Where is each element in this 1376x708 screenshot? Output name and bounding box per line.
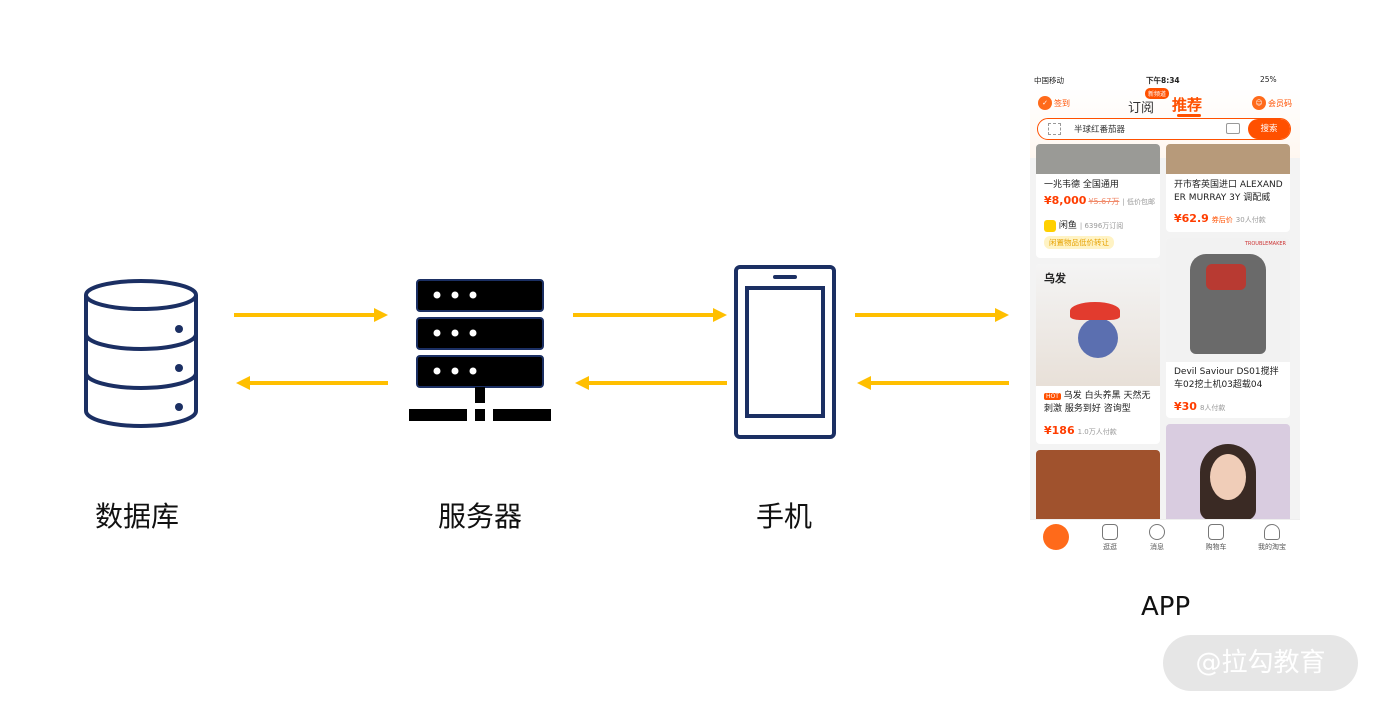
product-title: HOT 乌发 白头养黑 天然无刺激 服务到好 咨询型 xyxy=(1044,390,1156,416)
arrow-phone-to-server xyxy=(573,374,729,392)
product-image xyxy=(1036,144,1160,174)
tab-indicator xyxy=(1177,114,1201,117)
home-tab-icon[interactable] xyxy=(1043,524,1069,550)
price-tag: 券后价 xyxy=(1211,216,1233,224)
member-code-button[interactable]: ☺ 会员码 xyxy=(1252,96,1292,110)
search-input[interactable]: 半球红番茄器 xyxy=(1074,125,1126,135)
product-title: 开市客英国进口 ALEXANDER MURRAY 3Y 调配威 xyxy=(1174,180,1283,203)
product-image: TROUBLEMAKER xyxy=(1166,238,1290,362)
status-bar: 中国移动 下午8:34 25% xyxy=(1030,72,1300,88)
member-label: 会员码 xyxy=(1268,98,1292,108)
tab-label: 消息 xyxy=(1150,543,1164,551)
phone-label: 手机 xyxy=(756,500,813,533)
shop-meta: | 6396万订阅 xyxy=(1079,222,1124,230)
shop-row: 闲鱼| 6396万订阅 xyxy=(1044,218,1123,232)
tab-messages[interactable]: 消息 xyxy=(1137,524,1177,552)
price-value: ¥30 xyxy=(1174,400,1197,413)
cart-icon xyxy=(1208,524,1224,540)
tab-subscribe[interactable]: 订阅 xyxy=(1128,101,1155,116)
product-photo-face xyxy=(1210,454,1246,500)
xianyu-icon xyxy=(1044,219,1056,232)
original-price: ¥5.67万 xyxy=(1088,197,1120,206)
shop-name: 闲鱼 xyxy=(1058,221,1077,231)
watermark: @拉勾教育 xyxy=(1163,635,1358,691)
profile-icon xyxy=(1264,524,1280,540)
promo-tip: 闲置物品低价转让 xyxy=(1044,236,1114,249)
buyers-count: 8人付款 xyxy=(1199,404,1226,412)
search-bar[interactable]: 半球红番茄器 搜索 xyxy=(1037,118,1291,140)
price-value: ¥8,000 xyxy=(1044,194,1087,207)
app-header: ✓ 签到 订阅 新频道 推荐 ☺ 会员码 半球红番茄器 搜索 xyxy=(1030,88,1300,158)
message-icon xyxy=(1149,524,1165,540)
database-label: 数据库 xyxy=(95,500,180,533)
product-card-4[interactable]: TROUBLEMAKER Devil Saviour DS01搅拌车02挖土机0… xyxy=(1166,238,1290,418)
tab-label: 购物车 xyxy=(1205,543,1227,551)
phone-icon xyxy=(733,264,837,442)
product-photo xyxy=(1078,318,1118,358)
new-channel-badge: 新频道 xyxy=(1145,88,1170,99)
price-value: ¥186 xyxy=(1044,424,1075,437)
signin-icon: ✓ xyxy=(1038,96,1052,110)
app-tab-bar: 逛逛 消息 购物车 我的淘宝 xyxy=(1030,519,1300,554)
arrow-phone-to-app xyxy=(855,306,1011,324)
carrier-text: 中国移动 xyxy=(1034,76,1064,85)
app-label: APP xyxy=(1141,592,1191,622)
tab-recommend[interactable]: 推荐 xyxy=(1172,96,1203,114)
server-label: 服务器 xyxy=(438,500,523,533)
server-icon xyxy=(407,278,553,426)
product-image xyxy=(1166,144,1290,174)
buyers-count: 30人付款 xyxy=(1235,216,1266,224)
price-value: ¥62.9 xyxy=(1174,212,1209,225)
signin-button[interactable]: ✓ 签到 xyxy=(1038,96,1070,110)
database-icon xyxy=(82,278,200,430)
product-card-6[interactable] xyxy=(1166,424,1290,530)
hot-badge: HOT xyxy=(1044,393,1061,400)
tab-label: 我的淘宝 xyxy=(1258,543,1286,551)
buyers-count: 1.0万人付款 xyxy=(1077,428,1117,436)
product-image: 乌发 xyxy=(1036,264,1160,386)
camera-icon[interactable] xyxy=(1226,123,1240,134)
arrow-app-to-phone xyxy=(855,374,1011,392)
brand-text: TROUBLEMAKER xyxy=(1244,241,1286,247)
image-heading: 乌发 xyxy=(1044,272,1066,285)
title-text: 乌发 白头养黑 天然无刺激 服务到好 咨询型 xyxy=(1044,391,1151,414)
product-photo-hat xyxy=(1070,302,1120,320)
app-screenshot: 中国移动 下午8:34 25% ✓ 签到 订阅 新频道 推荐 ☺ 会员码 半球红… xyxy=(1030,72,1300,554)
product-card-5[interactable] xyxy=(1036,450,1160,530)
signin-label: 签到 xyxy=(1054,98,1070,108)
product-title: Devil Saviour DS01搅拌车02挖土机03超载04 xyxy=(1174,367,1279,390)
arrow-server-to-database xyxy=(234,374,390,392)
tab-cart[interactable]: 购物车 xyxy=(1196,524,1236,552)
price-meta: | 低价包邮 xyxy=(1122,198,1155,206)
member-icon: ☺ xyxy=(1252,96,1266,110)
search-button[interactable]: 搜索 xyxy=(1248,119,1290,139)
product-title: 一兆韦德 全国通用 xyxy=(1044,180,1119,190)
battery-text: 25% xyxy=(1260,75,1277,84)
scan-icon[interactable] xyxy=(1048,123,1061,135)
arrow-database-to-server xyxy=(234,306,390,324)
arrow-server-to-phone xyxy=(573,306,729,324)
product-photo-detail xyxy=(1206,264,1246,290)
product-price: ¥8,000¥5.67万| 低价包邮 xyxy=(1044,194,1155,207)
status-time: 下午8:34 xyxy=(1146,76,1180,85)
guangguang-icon xyxy=(1102,524,1118,540)
tab-my-taobao[interactable]: 我的淘宝 xyxy=(1252,524,1292,552)
product-card-1[interactable]: 一兆韦德 全国通用 ¥8,000¥5.67万| 低价包邮 闲鱼| 6396万订阅… xyxy=(1036,144,1160,258)
tab-guangguang[interactable]: 逛逛 xyxy=(1090,524,1130,552)
tab-label: 逛逛 xyxy=(1103,543,1117,551)
